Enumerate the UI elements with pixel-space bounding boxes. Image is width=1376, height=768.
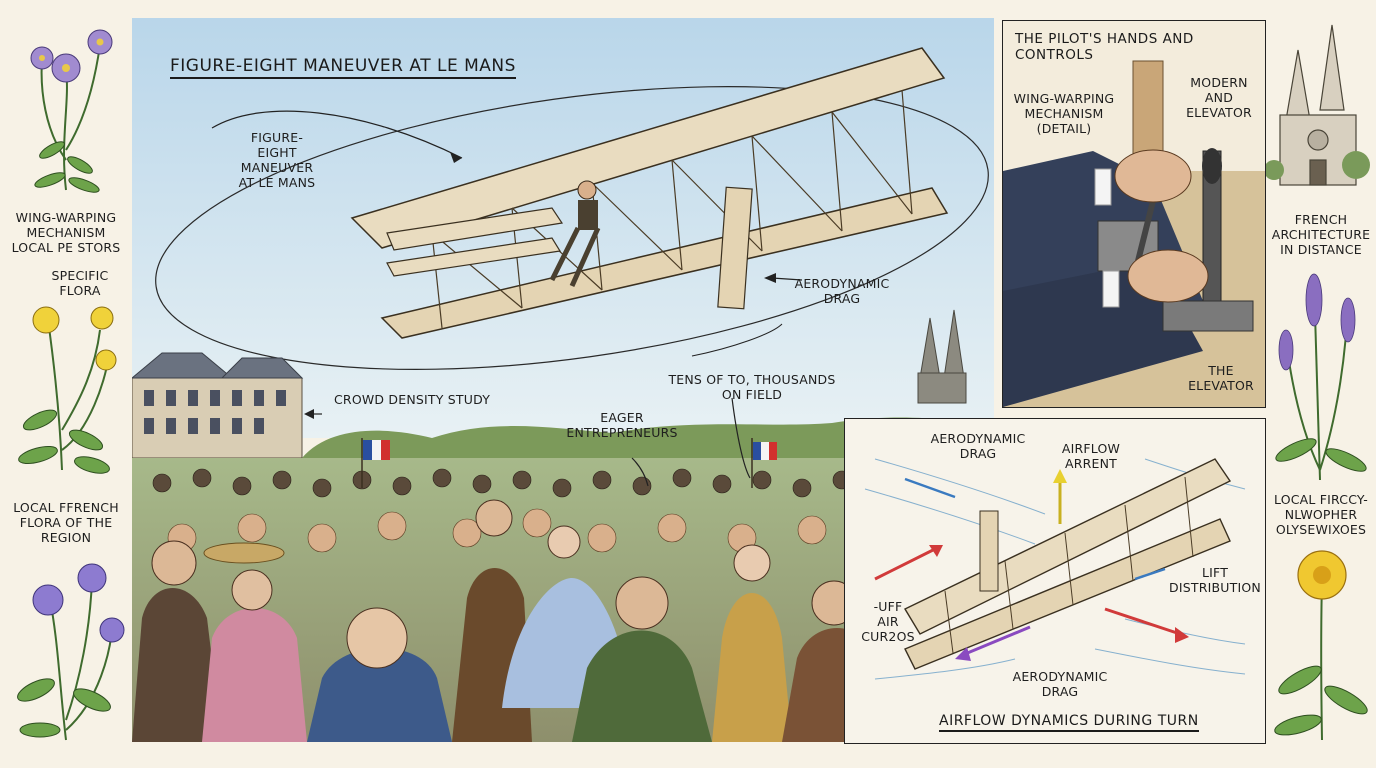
left-label-wing-warping: WING-WARPING MECHANISM LOCAL PE STORS xyxy=(11,210,121,255)
cathedral-icon xyxy=(1266,24,1370,186)
label-aero-drag-top: AERODYNAMIC DRAG xyxy=(930,431,1026,461)
lavender-icon xyxy=(1275,273,1367,481)
left-label-specific-flora: SPECIFIC FLORA xyxy=(51,268,109,298)
label-figure-eight: FIGURE- EIGHT MANEUVER AT LE MANS xyxy=(238,130,316,190)
label-lift-distribution: LIFT DISTRIBUTION xyxy=(1169,565,1261,595)
distant-cathedral-icon xyxy=(917,309,967,404)
right-label-french-architecture: FRENCH ARCHITECTURE IN DISTANCE xyxy=(1271,212,1371,257)
pilot-hands-illustration xyxy=(1003,60,1265,407)
label-aerodynamic-drag: AERODYNAMIC DRAG xyxy=(794,276,890,306)
violet-flower-icon xyxy=(17,563,125,741)
airflow-illustration xyxy=(864,458,1246,680)
main-panel-title: FIGURE-EIGHT MANEUVER AT LE MANS xyxy=(170,56,516,79)
dandelion-icon xyxy=(1274,550,1368,741)
airflow-arrows xyxy=(874,469,1189,661)
airflow-panel-title: AIRFLOW DYNAMICS DURING TURN xyxy=(939,713,1199,732)
label-modern-elevator: MODERN AND ELEVATOR xyxy=(1186,75,1252,120)
left-border: WING-WARPING MECHANISM LOCAL PE STORS SP… xyxy=(0,0,132,768)
french-flag-icon xyxy=(361,438,777,488)
label-the-elevator: THE ELEVATOR xyxy=(1188,363,1254,393)
yellow-buttercup-icon xyxy=(18,306,117,474)
left-label-local-french: LOCAL FFRENCH FLORA OF THE REGION xyxy=(13,500,119,545)
right-border: FRENCH ARCHITECTURE IN DISTANCE LOCAL FI… xyxy=(1266,0,1376,768)
right-label-local-fircy: LOCAL FIRCCY- NLWOPHER OLYSEWIXOES xyxy=(1273,492,1368,537)
flight-path xyxy=(155,86,989,370)
label-crowd-density: CROWD DENSITY STUDY xyxy=(334,392,491,407)
label-eager-entrepreneurs: EAGER ENTREPRENEURS xyxy=(566,410,678,440)
controls-panel: THE PILOT'S HANDS AND CONTROLS WING-WARP… xyxy=(1002,20,1266,408)
label-airflow-arrent: AIRFLOW ARRENT xyxy=(1061,441,1121,471)
label-uff-air: -UFF AIR CUR2OS xyxy=(861,599,915,644)
purple-wildflower-icon xyxy=(30,29,113,193)
label-aero-drag-bottom: AERODYNAMIC DRAG xyxy=(1012,669,1108,699)
airflow-panel: AERODYNAMIC DRAG AIRFLOW ARRENT LIFT DIS… xyxy=(844,418,1266,744)
controls-panel-title: THE PILOT'S HANDS AND CONTROLS xyxy=(1015,31,1194,63)
chateau-icon xyxy=(132,352,304,459)
label-tens-of-thousands: TENS OF TO, THOUSANDS ON FIELD xyxy=(668,372,836,402)
biplane-icon xyxy=(350,47,949,339)
label-wing-warping-detail: WING-WARPING MECHANISM (DETAIL) xyxy=(1013,91,1115,136)
